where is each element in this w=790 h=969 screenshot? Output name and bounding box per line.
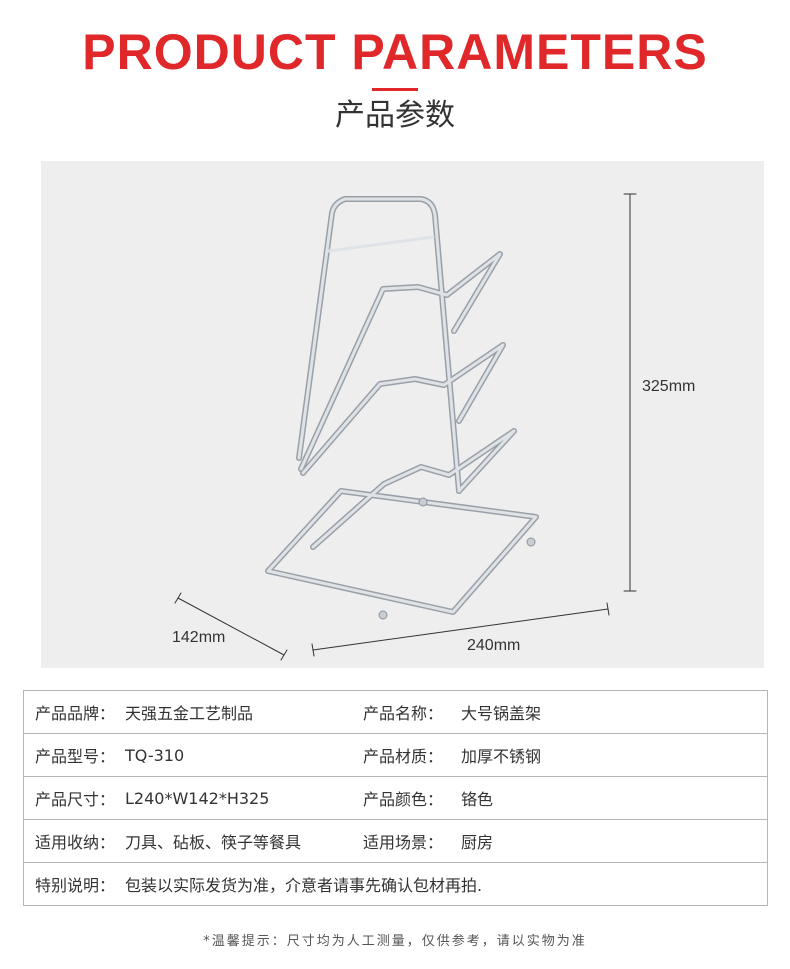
rack-frame <box>266 197 538 614</box>
width-dimension-label: 240mm <box>467 637 521 654</box>
param-key: 产品品牌： <box>23 690 125 734</box>
pot-lid-rack-drawing <box>174 193 637 661</box>
note-value: 包装以实际发货为准，介意者请事先确认包材再拍. <box>125 862 768 906</box>
param-key: 产品颜色： <box>363 776 461 820</box>
param-key: 产品型号： <box>23 733 125 777</box>
height-dimension-label: 325mm <box>642 378 696 395</box>
param-value: 刀具、砧板、筷子等餐具 <box>125 819 363 863</box>
depth-dimension-label: 142mm <box>172 629 226 646</box>
table-row: 产品尺寸： L240*W142*H325 产品颜色： 铬色 <box>23 776 768 820</box>
table-row: 产品品牌： 天强五金工艺制品 产品名称： 大号锅盖架 <box>23 690 768 734</box>
param-value: 天强五金工艺制品 <box>125 690 363 734</box>
page-title-cn: 产品参数 <box>335 98 455 133</box>
footnote: *温馨提示：尺寸均为人工测量，仅供参考，请以实物为准 <box>203 934 587 949</box>
param-value: 铬色 <box>461 776 768 820</box>
table-row: 适用收纳： 刀具、砧板、筷子等餐具 适用场景： 厨房 <box>23 819 768 863</box>
note-key: 特别说明： <box>23 862 125 906</box>
param-key: 适用场景： <box>363 819 461 863</box>
param-value: 厨房 <box>461 819 768 863</box>
param-key: 产品材质： <box>363 733 461 777</box>
param-key: 产品尺寸： <box>23 776 125 820</box>
rack-feet <box>378 497 536 620</box>
page-title-en: PRODUCT PARAMETERS <box>82 24 708 80</box>
title-underline-accent <box>372 88 418 91</box>
param-value: 加厚不锈钢 <box>461 733 768 777</box>
param-value: L240*W142*H325 <box>125 776 363 820</box>
param-key: 适用收纳： <box>23 819 125 863</box>
table-row: 特别说明： 包装以实际发货为准，介意者请事先确认包材再拍. <box>23 862 768 906</box>
dimension-lines <box>174 193 637 661</box>
table-row: 产品型号： TQ-310 产品材质： 加厚不锈钢 <box>23 733 768 777</box>
product-dimension-figure: 325mm 142mm 240mm <box>41 161 764 668</box>
param-value: 大号锅盖架 <box>461 690 768 734</box>
param-value: TQ-310 <box>125 733 363 777</box>
param-key: 产品名称： <box>363 690 461 734</box>
parameters-table: 产品品牌： 天强五金工艺制品 产品名称： 大号锅盖架 产品型号： TQ-310 … <box>23 690 768 906</box>
